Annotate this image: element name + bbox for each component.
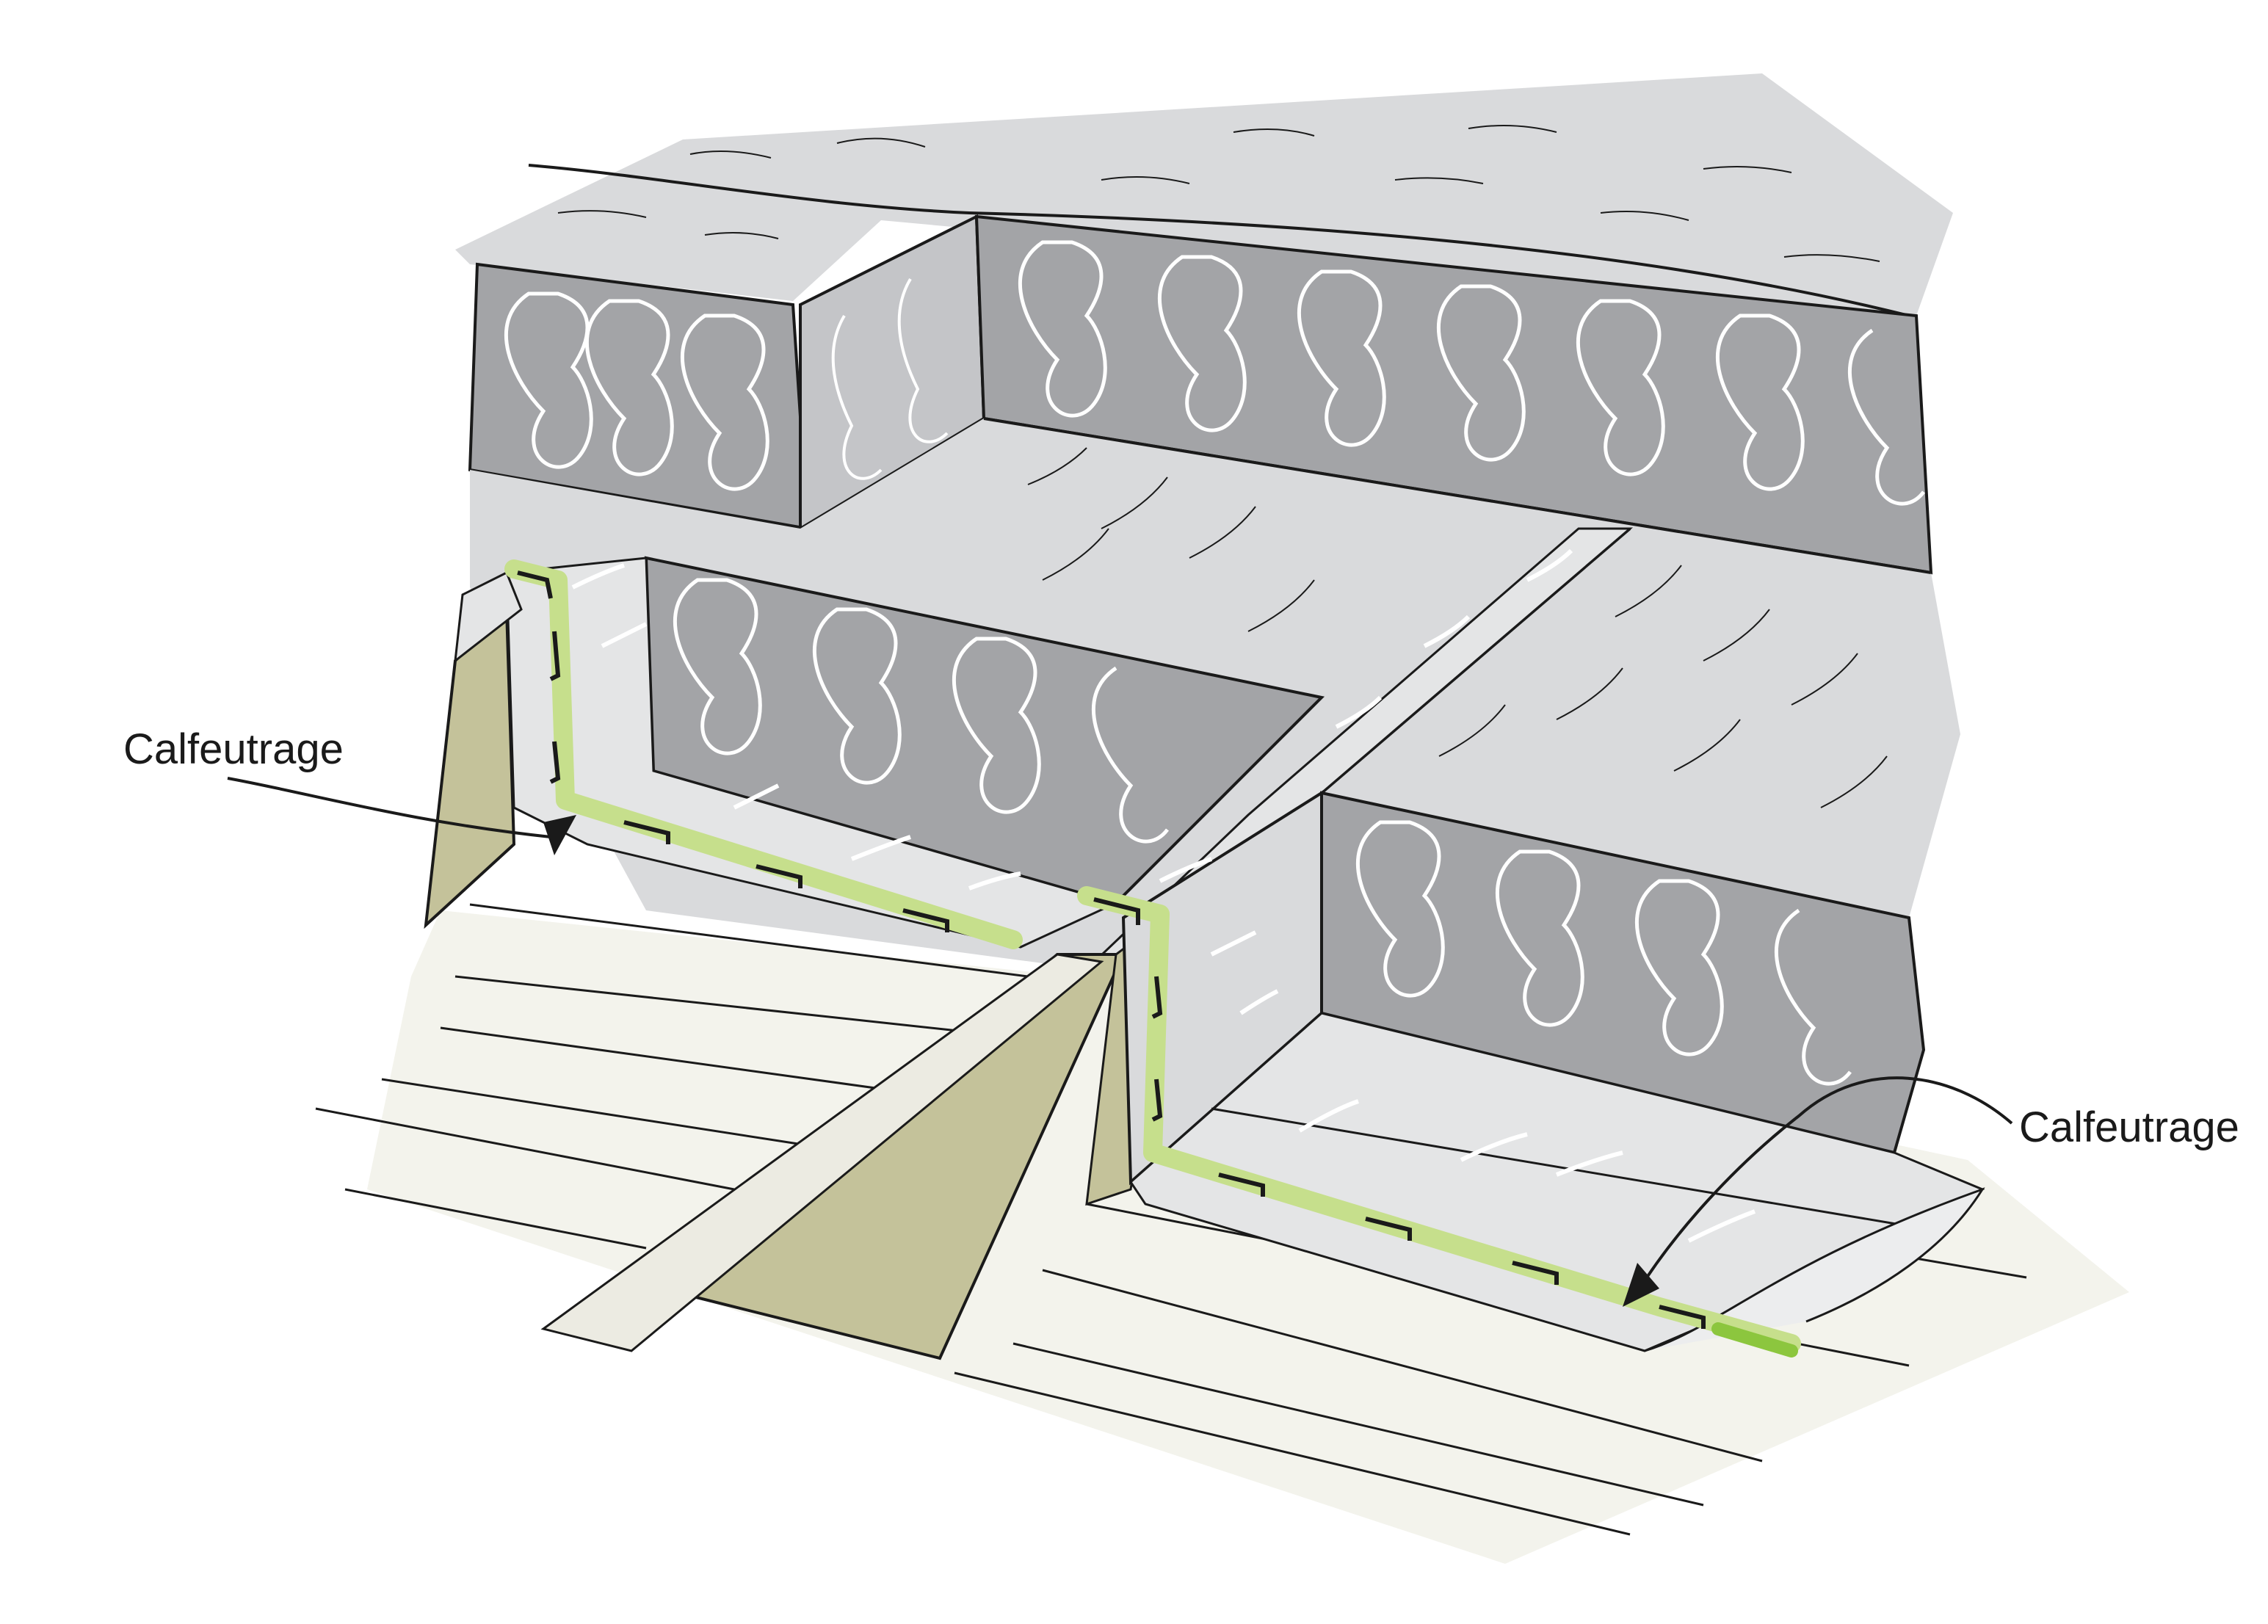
insulation-batt-back-left xyxy=(468,262,810,531)
arrowhead-left-icon xyxy=(543,815,576,855)
joist-left xyxy=(424,570,523,929)
insulation-batt-back-right xyxy=(974,214,1933,575)
callout-arrow-left xyxy=(227,777,576,855)
label-left-calfeutrage: Calfeutrage xyxy=(123,725,344,773)
right-bay-vapor-barrier xyxy=(1129,1012,1985,1352)
label-right-calfeutrage: Calfeutrage xyxy=(2019,1103,2239,1151)
callout-arrow-right xyxy=(1623,1076,2013,1307)
left-bay-vapor-barrier xyxy=(505,557,1120,949)
right-bay-side-wall xyxy=(1121,790,1323,1186)
top-vapor-barrier xyxy=(455,73,1953,317)
caulking-seal-right xyxy=(1077,886,1801,1357)
insulation-batt-front-right xyxy=(1320,791,1926,1155)
caulking-seal-left xyxy=(504,559,1023,949)
arrowhead-right-icon xyxy=(1623,1263,1659,1307)
